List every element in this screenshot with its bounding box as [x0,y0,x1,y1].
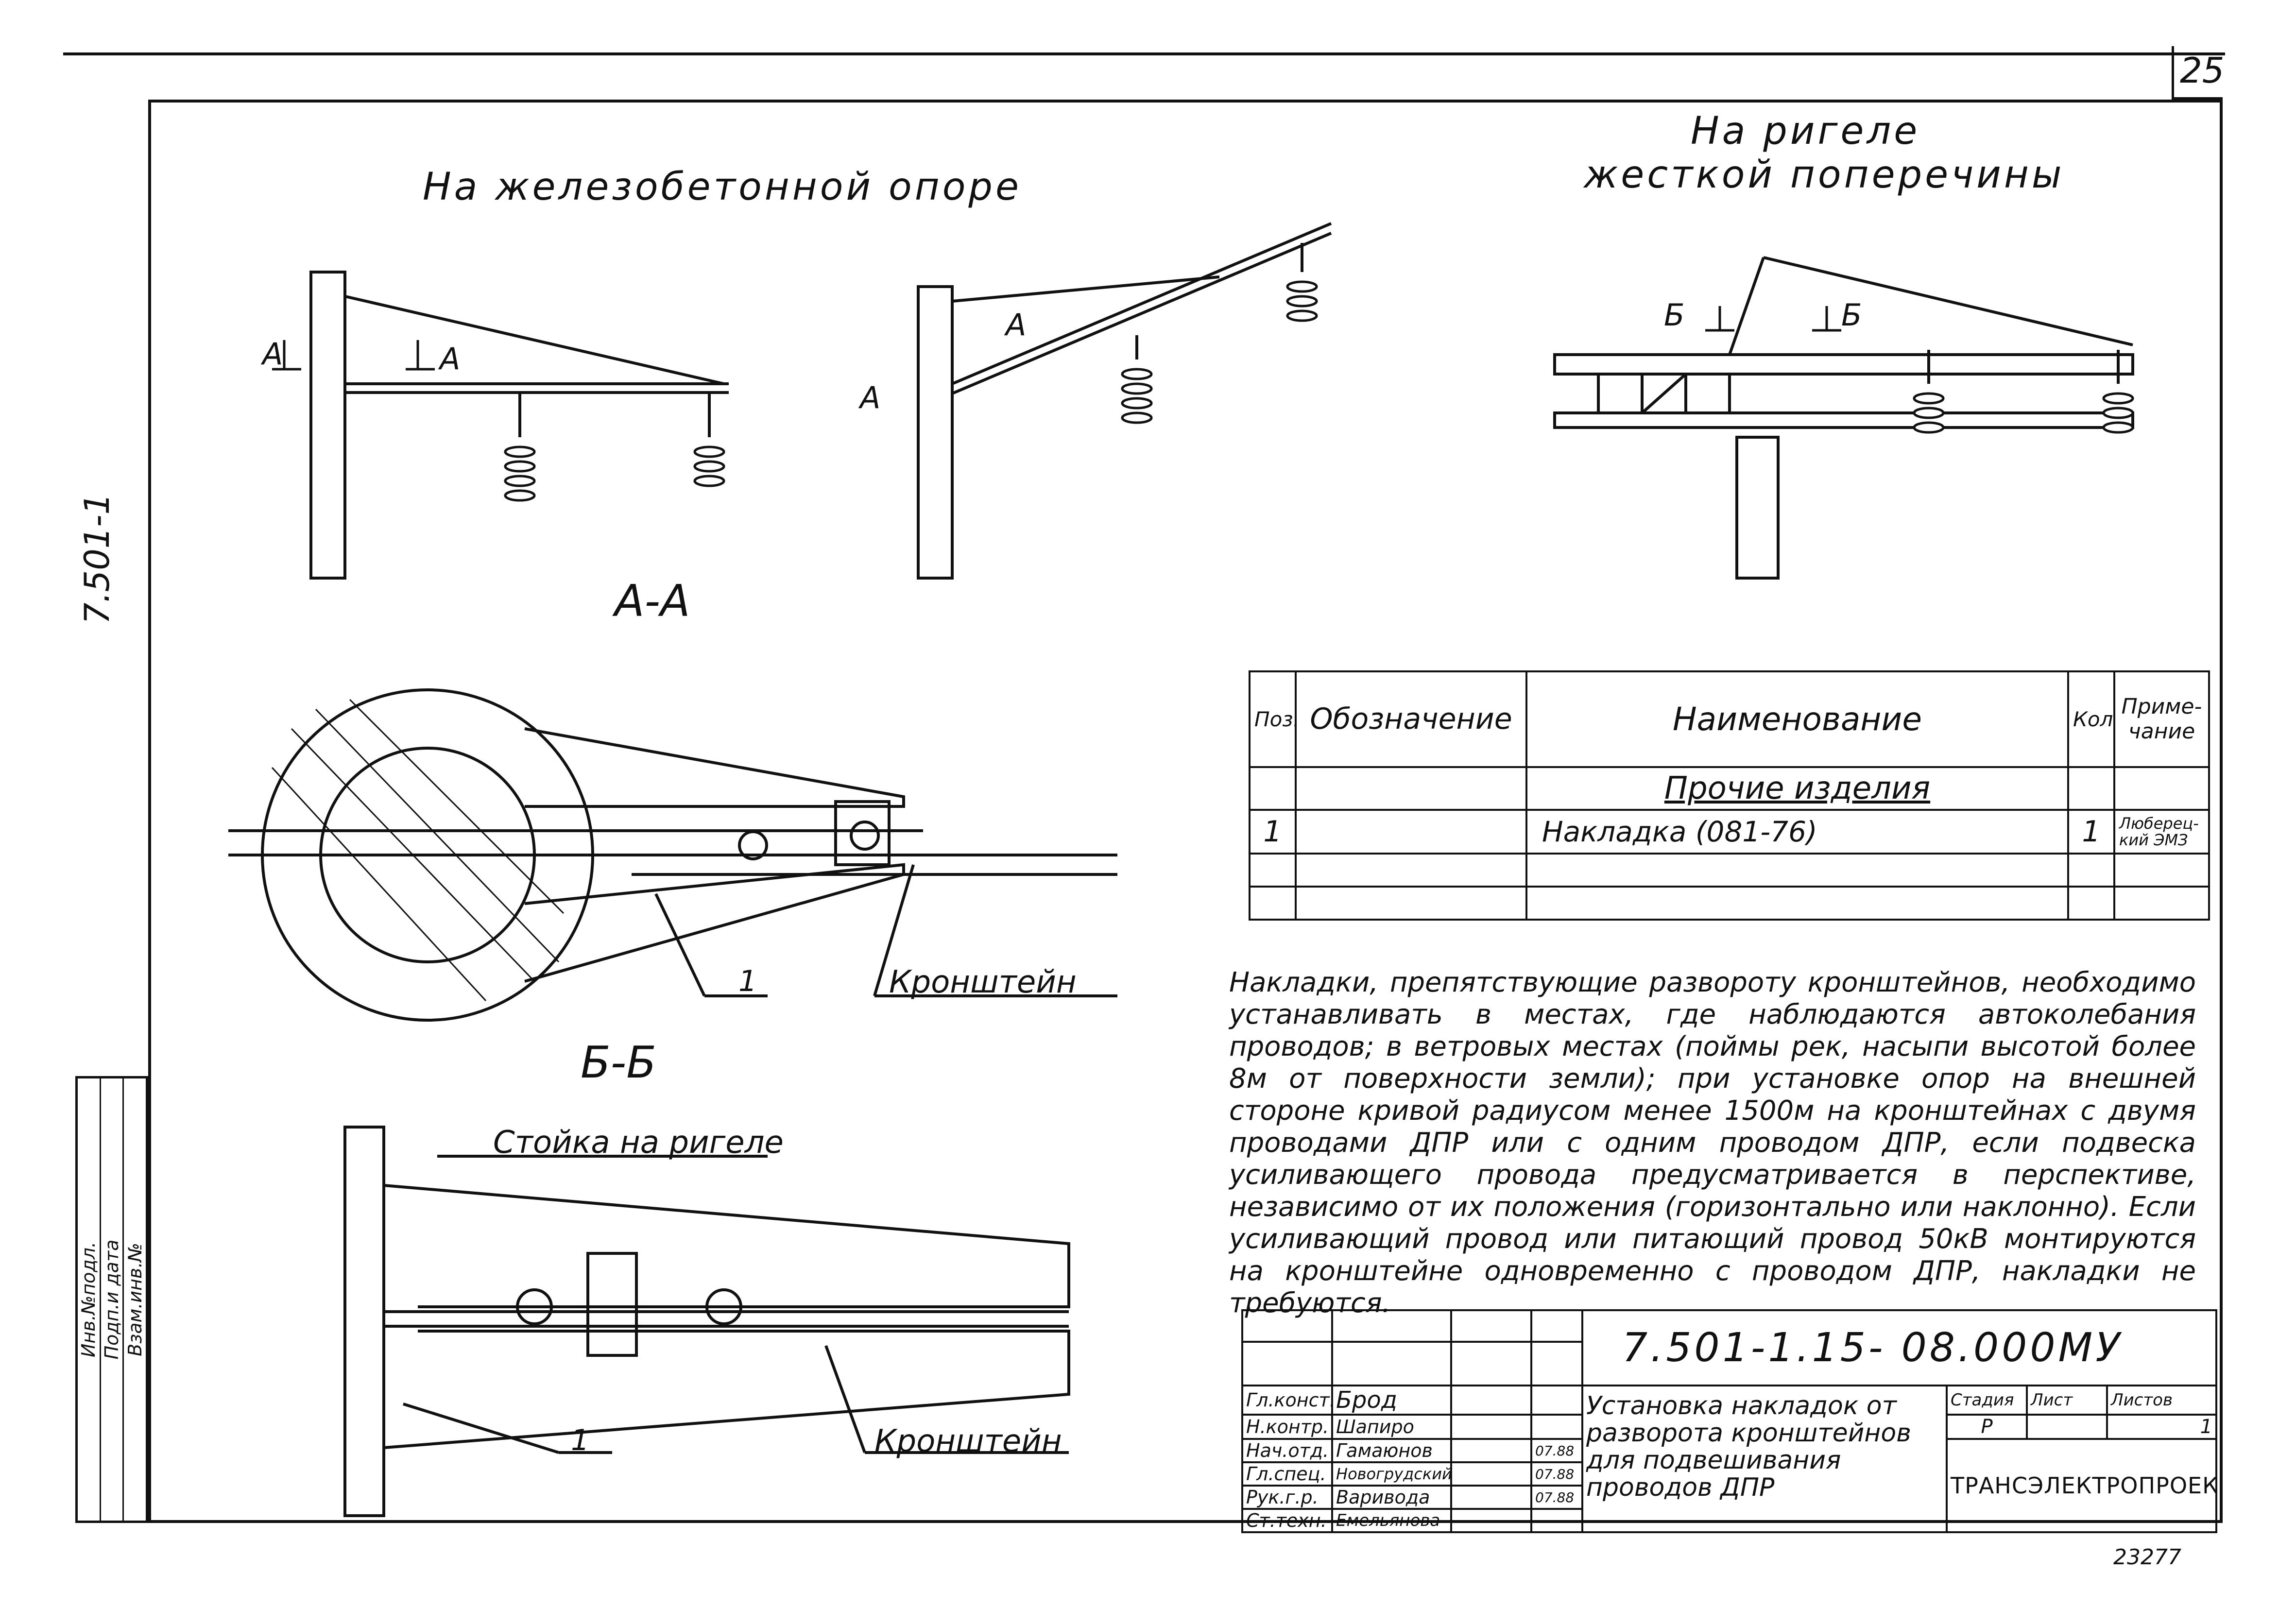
name-0: Брод [1331,1385,1452,1416]
doc-title: Установка накладок от разворота кронштей… [1581,1385,1948,1533]
drawing-frame [148,100,2223,1523]
section-bb-label: Б-Б [581,1037,656,1088]
strip-sign-date: Подп.и дата [101,1078,124,1521]
spec-header-row: Поз. Обозначение Наименование Кол. Приме… [1249,670,2210,768]
spec-cell-name: Накладка (081-76) [1525,808,2069,855]
strip-inv-no: Инв.№подл. [78,1078,101,1521]
role-2: Нач.отд. [1241,1438,1333,1463]
spec-header-qty: Кол. [2067,670,2115,768]
callout-bracket-bb: Кронштейн [874,1423,1062,1459]
header-crossbar-line2: жесткой поперечины [1584,153,2065,197]
spec-cell-pos: 1 [1249,808,1297,855]
cut-a-left: А [260,336,283,372]
role-3: Гл.спец. [1241,1461,1333,1487]
pole-1 [309,271,346,580]
callout-bracket-aa: Кронштейн [889,964,1077,1000]
sheet-number: 25 [2180,50,2225,91]
cut-a-inclined-right: А [1004,307,1026,342]
specification-table: Поз. Обозначение Наименование Кол. Приме… [1249,670,2210,921]
header-rc-pole: На железобетонной опоре [423,165,1022,209]
name-1: Шапиро [1331,1414,1452,1440]
table-row: 1 Накладка (081-76) 1 Люберец- кий ЭМЗ [1249,808,2210,855]
stage-value: Р [1946,1414,2028,1440]
spec-header-name: Наименование [1525,670,2069,768]
stage-label: Стадия [1946,1385,2028,1416]
callout-pos-bb: 1 [571,1423,590,1457]
spec-section-title: Прочие изделия [1525,766,2069,811]
role-0: Гл.конст. [1241,1385,1333,1416]
spec-section-row: Прочие изделия [1249,766,2210,811]
title-block: 7.501-1.15- 08.000МУ Гл.конст. Брод Уста… [1241,1309,2218,1533]
doc-code: 7.501-1.15- 08.000МУ [1581,1309,2218,1386]
cut-a-right: А [438,341,460,376]
left-approval-strip: Инв.№подл. Подп.и дата Взам.инв.№ [75,1076,148,1523]
cut-a-inclined-left: А [858,380,880,415]
role-1: Н.контр. [1241,1414,1333,1440]
spec-cell-qty: 1 [2067,808,2115,855]
name-3: Новогрудский [1331,1461,1452,1487]
callout-stand: Стойка на ригеле [493,1125,784,1161]
spec-cell-note: Люберец- кий ЭМЗ [2113,808,2210,855]
sheets-value: 1 [2106,1414,2218,1440]
pole-2 [917,285,954,580]
name-2: Гамаюнов [1331,1438,1452,1463]
bottom-archive-number: 23277 [2113,1545,2181,1570]
section-aa-label: А-А [615,576,690,627]
sheets-label: Листов [2106,1385,2218,1416]
spec-header-pos: Поз. [1249,670,1297,768]
installation-note: Накладки, препятствующие развороту кронш… [1229,967,2196,1319]
role-5: Ст.техн. [1241,1508,1333,1533]
spec-header-designation: Обозначение [1295,670,1527,768]
cut-b-left: Б [1664,297,1685,333]
sheet-number-box: 25 [2172,46,2225,100]
spec-header-note: Приме- чание [2113,670,2210,768]
spec-cell-designation [1295,808,1527,855]
org-name: ТРАНСЭЛЕКТРОПРОЕКТ [1945,1438,2218,1533]
sheet-label: Лист [2026,1385,2108,1416]
header-crossbar-line1: На ригеле [1691,109,1920,153]
top-border-line [63,52,2225,55]
role-4: Рук.г.р. [1241,1485,1333,1510]
callout-pos-aa: 1 [738,964,757,998]
strip-replace-inv: Взам.инв.№ [124,1243,146,1356]
name-4: Варивода [1331,1485,1452,1510]
name-5: Емельянова [1331,1508,1452,1533]
cut-b-right: Б [1841,297,1862,333]
